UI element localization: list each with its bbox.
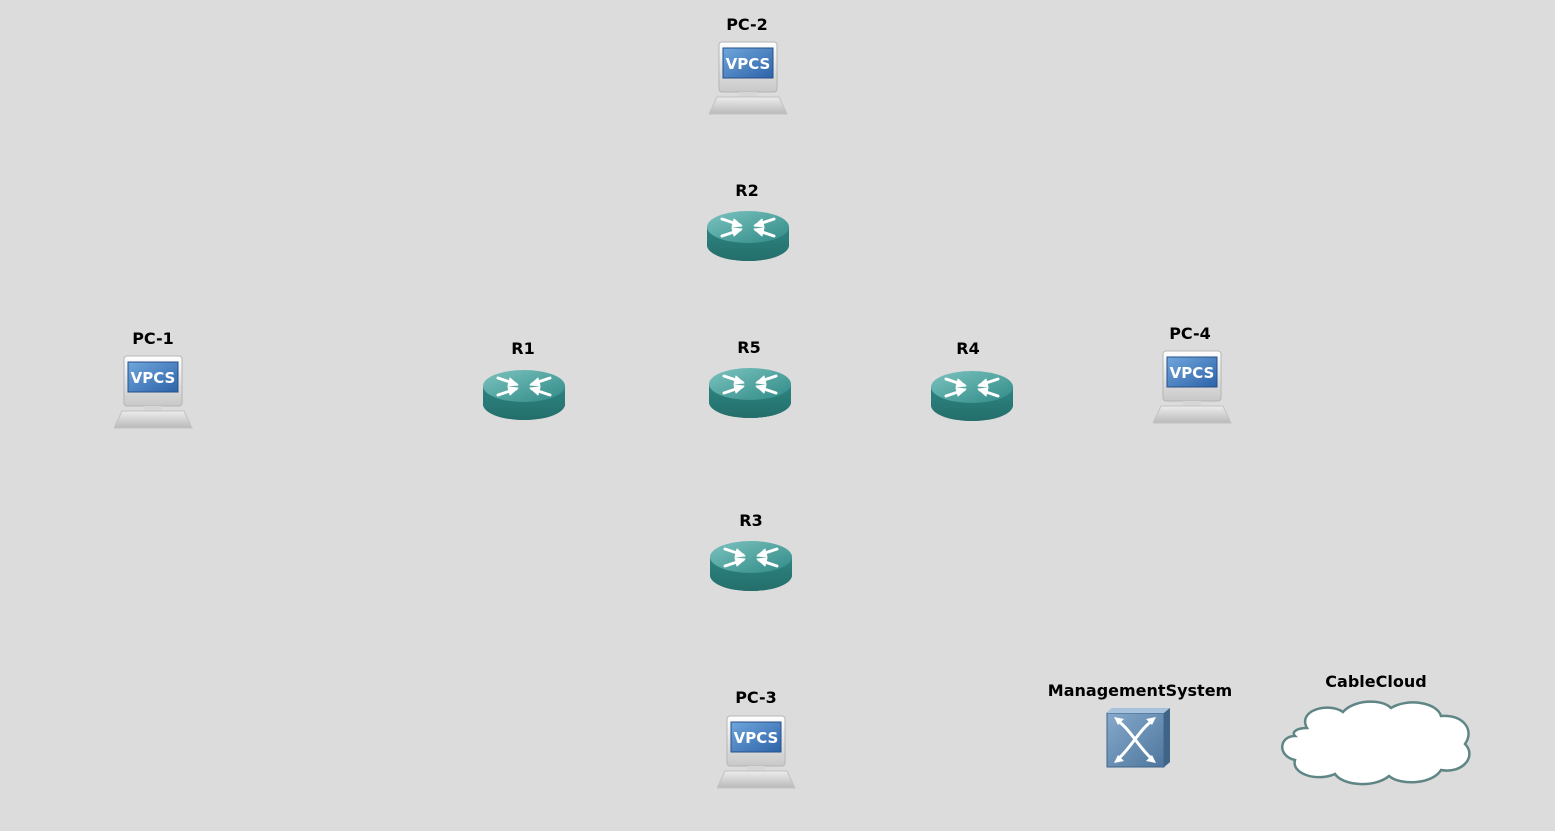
device-label: ManagementSystem bbox=[1047, 681, 1233, 700]
router-icon[interactable] bbox=[709, 537, 794, 593]
device-label: R4 bbox=[956, 339, 980, 358]
vpcs-icon[interactable]: VPCS bbox=[709, 40, 789, 116]
device-label: PC-4 bbox=[1169, 324, 1211, 343]
vpcs-icon[interactable]: VPCS bbox=[1153, 349, 1233, 425]
router-icon[interactable] bbox=[930, 367, 1015, 423]
device-label: CableCloud bbox=[1325, 672, 1427, 691]
device-label: PC-1 bbox=[132, 329, 174, 348]
device-label: PC-3 bbox=[735, 688, 777, 707]
router-icon[interactable] bbox=[482, 366, 567, 422]
router-icon[interactable] bbox=[706, 207, 791, 263]
device-label: R3 bbox=[739, 511, 763, 530]
device-label: PC-2 bbox=[726, 15, 768, 34]
vpcs-icon-text: VPCS bbox=[1170, 364, 1215, 382]
vpcs-icon-text: VPCS bbox=[734, 729, 779, 747]
device-label: R5 bbox=[737, 338, 761, 357]
router-icon[interactable] bbox=[708, 364, 793, 420]
vpcs-icon-text: VPCS bbox=[726, 55, 771, 73]
cloud-icon[interactable] bbox=[1277, 698, 1475, 786]
vpcs-icon-text: VPCS bbox=[131, 369, 176, 387]
device-label: R1 bbox=[511, 339, 535, 358]
device-label: R2 bbox=[735, 181, 759, 200]
vpcs-icon[interactable]: VPCS bbox=[717, 714, 797, 790]
switch-icon[interactable] bbox=[1106, 707, 1174, 769]
vpcs-icon[interactable]: VPCS bbox=[114, 354, 194, 430]
